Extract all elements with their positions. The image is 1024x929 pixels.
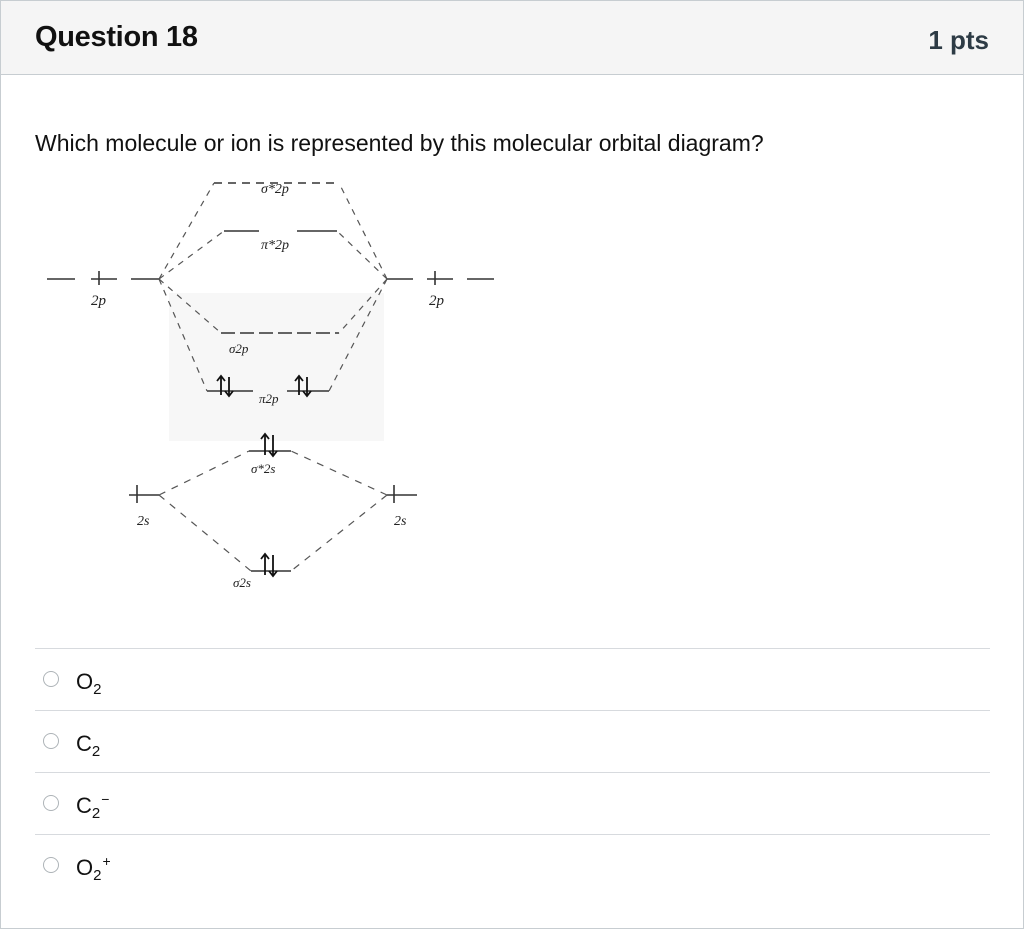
answer-radio-2[interactable] [43, 733, 59, 749]
answer-radio-1[interactable] [43, 671, 59, 687]
sigma-2s-electrons [260, 552, 278, 578]
sigma-2p-label: σ2p [229, 341, 249, 356]
pi-star-2p-label: π*2p [261, 238, 289, 253]
answer-2-base: C [76, 731, 92, 756]
pi-2p-electrons [216, 374, 312, 398]
correlation-lines-2p [158, 182, 388, 392]
left-2p-label: 2p [91, 293, 107, 309]
answer-4-base: O [76, 855, 94, 880]
answer-option-1[interactable]: O2 [35, 648, 990, 710]
answer-1-base: O [76, 669, 94, 694]
answer-option-2[interactable]: C2 [35, 710, 990, 772]
answer-4-subscript: 2 [93, 867, 102, 884]
answer-label-1: O2 [76, 667, 102, 698]
answer-radio-4[interactable] [43, 857, 59, 873]
question-header: Question 18 1 pts [1, 1, 1023, 75]
left-2p-levels [47, 271, 159, 285]
question-title: Question 18 [35, 21, 198, 53]
answer-radio-3[interactable] [43, 795, 59, 811]
answer-4-superscript: + [102, 853, 111, 869]
answer-option-4[interactable]: O2+ [35, 834, 990, 896]
right-2p-levels [387, 271, 494, 285]
pi-2p-label: π2p [259, 391, 279, 406]
answer-2-subscript: 2 [91, 743, 101, 760]
answer-label-3: C2− [76, 791, 109, 822]
answer-3-base: C [76, 793, 92, 818]
mo-levels-2p [207, 182, 339, 392]
sigma-star-2s-electrons [260, 432, 278, 458]
diagram-shade [169, 293, 384, 441]
sigma-star-2s-label: σ*2s [251, 461, 275, 476]
left-2s-level [129, 485, 159, 503]
answer-label-2: C2 [76, 729, 101, 760]
sigma-star-2p-label: σ*2p [261, 182, 289, 197]
right-2s-level [387, 485, 417, 503]
answer-list: O2 C2 C2− O2+ [35, 648, 990, 896]
right-2p-label: 2p [429, 293, 445, 309]
mo-diagram: 2p 2p [47, 182, 494, 590]
sigma-2s-label: σ2s [233, 575, 251, 590]
answer-3-superscript: − [101, 791, 110, 807]
question-points: 1 pts [928, 25, 989, 55]
right-2s-label: 2s [394, 514, 407, 529]
answer-3-subscript: 2 [91, 805, 101, 822]
answer-option-3[interactable]: C2− [35, 772, 990, 834]
left-2s-label: 2s [137, 514, 150, 529]
correlation-lines-2s [158, 450, 388, 572]
answer-label-4: O2+ [76, 853, 111, 884]
answer-1-subscript: 2 [93, 681, 102, 698]
question-prompt: Which molecule or ion is represented by … [35, 130, 764, 156]
